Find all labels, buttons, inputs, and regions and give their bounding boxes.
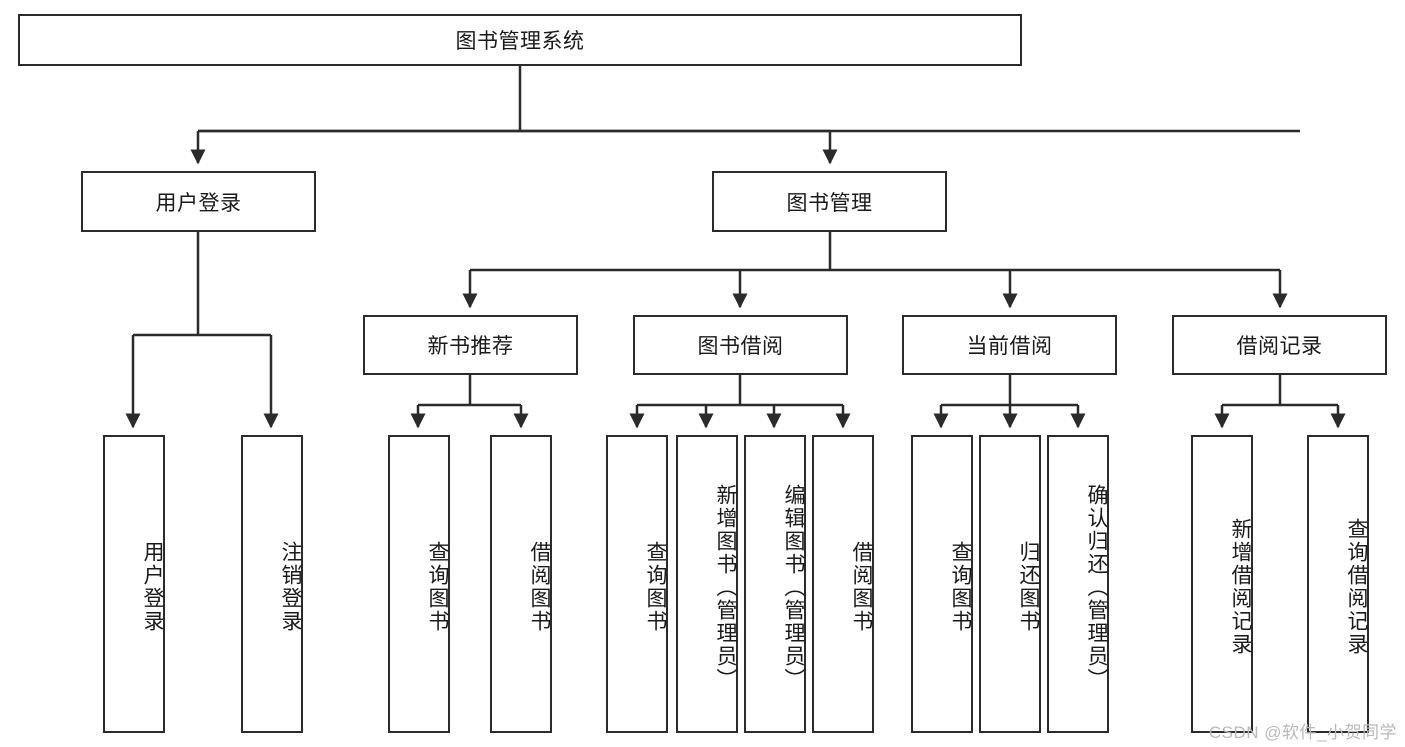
leaf-borrow-book-2[interactable]: 借阅图书 <box>812 435 874 733</box>
leaf-borrow-book-1[interactable]: 借阅图书 <box>490 435 552 733</box>
leaf-edit-book-label: 编辑图书（管理员） <box>782 483 805 691</box>
node-current-borrow-label: 当前借阅 <box>966 335 1053 358</box>
leaf-add-book[interactable]: 新增图书（管理员） <box>676 435 738 733</box>
leaf-query-book-1[interactable]: 查询图书 <box>388 435 450 733</box>
node-root-label: 图书管理系统 <box>455 30 585 53</box>
leaf-logout[interactable]: 注销登录 <box>241 435 303 733</box>
node-user-login[interactable]: 用户登录 <box>81 171 316 232</box>
leaf-logout-label: 注销登录 <box>279 541 302 633</box>
leaf-query-book-3[interactable]: 查询图书 <box>911 435 973 733</box>
leaf-return-book[interactable]: 归还图书 <box>979 435 1041 733</box>
node-book-manage-label: 图书管理 <box>786 191 873 215</box>
node-new-book-rec[interactable]: 新书推荐 <box>363 315 578 375</box>
node-book-borrow[interactable]: 图书借阅 <box>633 315 848 375</box>
leaf-add-record[interactable]: 新增借阅记录 <box>1191 435 1253 733</box>
csdn-watermark: CSDN @软件_小贺同学 <box>1208 723 1397 742</box>
node-root[interactable]: 图书管理系统 <box>18 14 1022 66</box>
leaf-return-book-label: 归还图书 <box>1017 541 1040 633</box>
leaf-query-book-2-label: 查询图书 <box>644 541 667 633</box>
node-book-borrow-label: 图书借阅 <box>697 335 784 358</box>
node-new-book-rec-label: 新书推荐 <box>427 335 514 358</box>
leaf-borrow-book-2-label: 借阅图书 <box>850 541 873 633</box>
leaf-user-login[interactable]: 用户登录 <box>103 435 165 733</box>
leaf-query-record[interactable]: 查询借阅记录 <box>1307 435 1369 733</box>
node-current-borrow[interactable]: 当前借阅 <box>902 315 1117 375</box>
leaf-confirm-return-label: 确认归还（管理员） <box>1085 483 1108 691</box>
leaf-query-record-label: 查询借阅记录 <box>1345 518 1368 656</box>
leaf-add-record-label: 新增借阅记录 <box>1229 518 1252 656</box>
leaf-edit-book[interactable]: 编辑图书（管理员） <box>744 435 806 733</box>
leaf-user-login-label: 用户登录 <box>141 541 164 633</box>
leaf-query-book-1-label: 查询图书 <box>426 541 449 633</box>
node-book-manage[interactable]: 图书管理 <box>712 171 947 232</box>
leaf-add-book-label: 新增图书（管理员） <box>714 483 737 691</box>
leaf-query-book-2[interactable]: 查询图书 <box>606 435 668 733</box>
node-user-login-label: 用户登录 <box>155 191 242 215</box>
node-borrow-record[interactable]: 借阅记录 <box>1172 315 1387 375</box>
leaf-confirm-return[interactable]: 确认归还（管理员） <box>1047 435 1109 733</box>
node-borrow-record-label: 借阅记录 <box>1236 335 1323 358</box>
leaf-borrow-book-1-label: 借阅图书 <box>528 541 551 633</box>
leaf-query-book-3-label: 查询图书 <box>949 541 972 633</box>
